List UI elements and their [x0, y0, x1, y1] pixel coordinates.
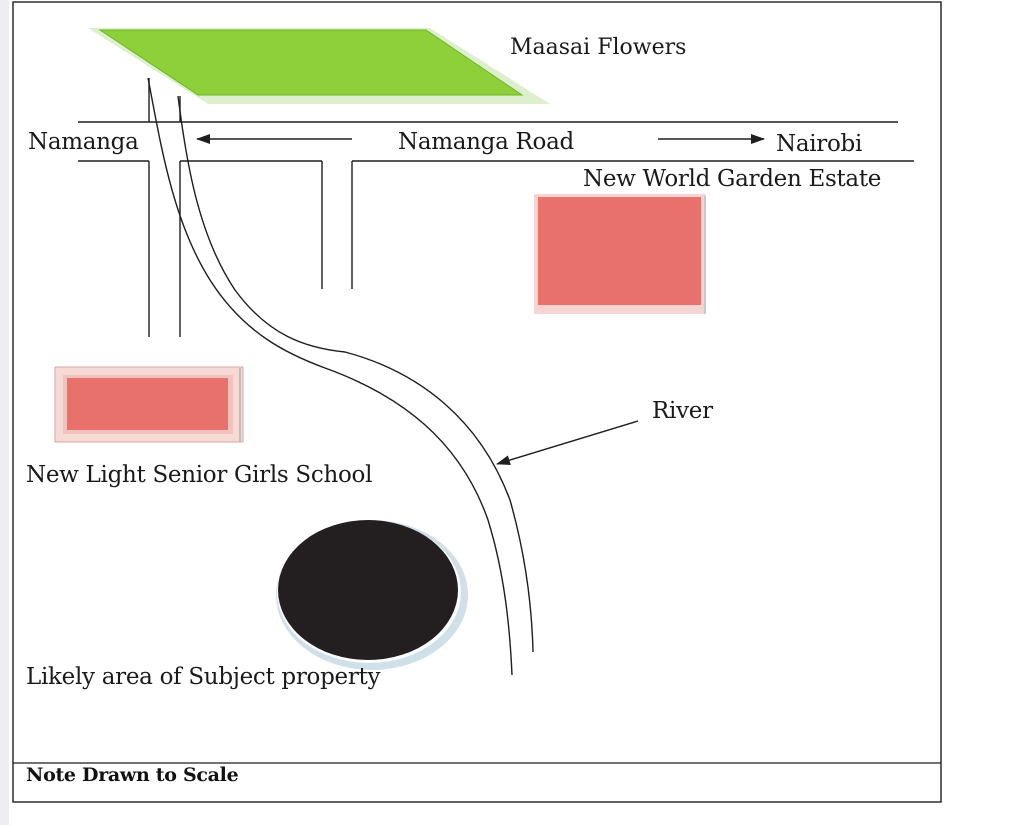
school-access-road — [148, 161, 181, 337]
label-new-light-school: New Light Senior Girls School — [26, 462, 373, 488]
estate-access-road — [321, 161, 353, 289]
maasai-flowers-farm — [88, 28, 550, 104]
maasai-flowers-shape — [98, 29, 524, 96]
label-subject-property: Likely area of Subject property — [26, 664, 381, 690]
new-light-school-building — [54, 366, 244, 443]
label-namanga-road: Namanga Road — [398, 129, 574, 155]
river — [147, 77, 534, 676]
river-bank-west — [147, 77, 513, 676]
label-maasai-flowers: Maasai Flowers — [510, 35, 687, 60]
subject-property-marker — [276, 520, 468, 670]
label-new-world-garden-estate: New World Garden Estate — [583, 166, 882, 192]
new-world-garden-estate-building — [534, 194, 706, 314]
label-river: River — [652, 398, 713, 424]
scale-note: Note Drawn to Scale — [26, 764, 239, 786]
label-nairobi: Nairobi — [776, 131, 863, 157]
page-left-edge — [0, 0, 9, 825]
river-pointer-icon — [496, 420, 639, 465]
map-frame — [12, 1, 942, 803]
river-bank-east — [177, 95, 534, 653]
label-namanga: Namanga — [28, 129, 139, 155]
namanga-road — [78, 121, 914, 162]
